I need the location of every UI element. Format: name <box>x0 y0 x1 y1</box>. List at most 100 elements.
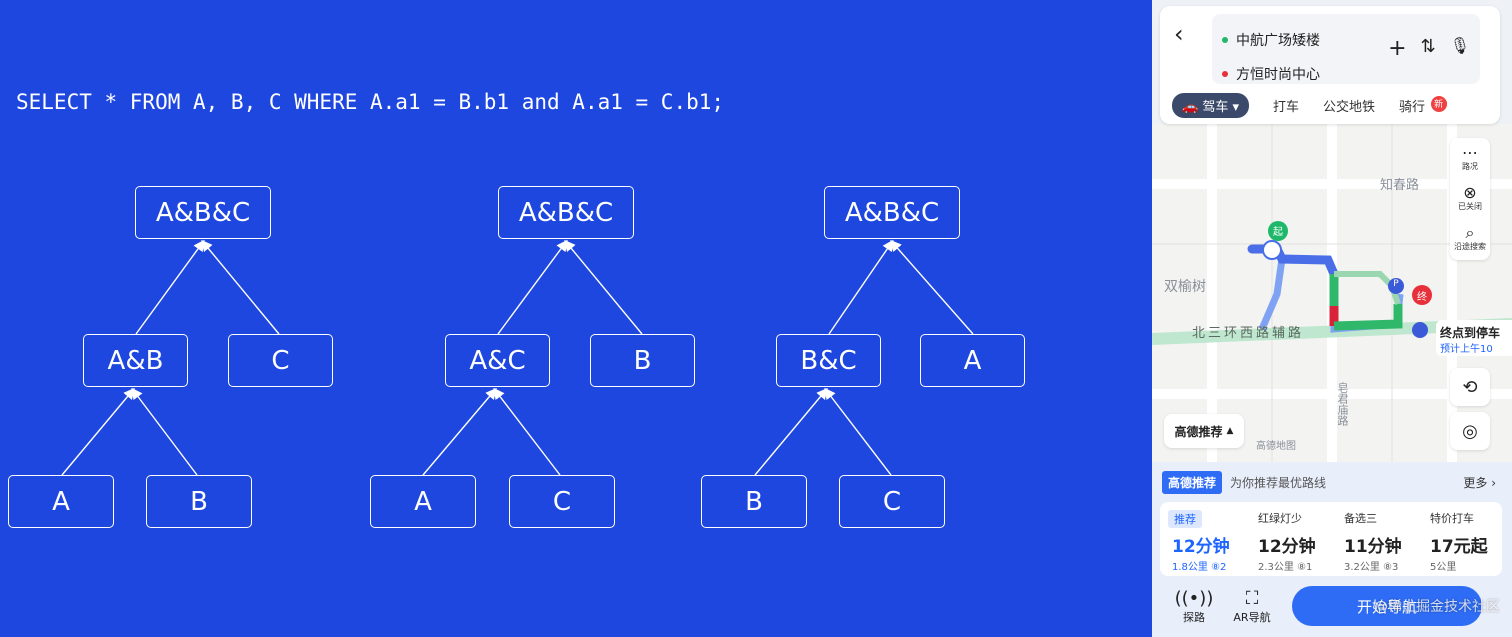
tree1-mid-right-node: C <box>228 334 333 387</box>
destination-callout-name: 终点到停车 <box>1440 326 1501 340</box>
more-routes-button[interactable]: 更多 › <box>1463 474 1496 491</box>
ar-nav-button[interactable]: ⛶ AR导航 <box>1228 588 1276 625</box>
tab-taxi[interactable]: 打车 <box>1273 99 1300 115</box>
traffic-icon: ⋯ <box>1462 142 1478 162</box>
ar-icon: ⛶ <box>1245 588 1259 609</box>
route-option-taxi[interactable]: 特价打车 17元起 5公里 <box>1418 502 1502 576</box>
route-option-label: 备选三 <box>1344 512 1377 525</box>
add-waypoint-icon[interactable]: + <box>1388 36 1407 61</box>
destination-dot-icon <box>1222 71 1228 77</box>
map-label-road1: 知春路 <box>1380 178 1420 193</box>
route-input-box: 中航广场矮楼 方恒时尚中心 + ⇅ 🎙 <box>1212 14 1480 84</box>
caret-up-icon: ▲ <box>1226 426 1234 436</box>
tab-drive-label: 驾车 <box>1202 99 1229 115</box>
start-navigation-label: 开始导航 <box>1356 597 1417 616</box>
route-option-meta: 5公里 <box>1430 562 1457 573</box>
start-marker: 起 <box>1273 227 1283 238</box>
back-arrow-icon: ‹ <box>1174 20 1184 48</box>
ar-label: AR导航 <box>1233 611 1271 624</box>
route-option-meta: 2.3公里 ⑧1 <box>1258 562 1313 573</box>
mode-tabs: 🚗 驾车 ▾ 打车 公交地铁 骑行 ∨新 <box>1172 92 1498 118</box>
preference-label: 高德推荐 <box>1174 424 1223 439</box>
route-options: 推荐 12分钟 1.8公里 ⑧2 红绿灯少 12分钟 2.3公里 ⑧1 备选三 … <box>1160 502 1502 576</box>
map-label-road2: 北三环西路辅路 <box>1192 326 1305 341</box>
limit-tool[interactable]: ⊗已关闭 <box>1450 178 1490 218</box>
origin-field[interactable]: 中航广场矮楼 <box>1222 30 1320 50</box>
destination-field[interactable]: 方恒时尚中心 <box>1222 64 1320 84</box>
tree2-leaf-right-node: C <box>509 475 615 528</box>
bottom-actions: ((•)) 探路 ⛶ AR导航 开始导航 @稀土掘金技术社区 <box>1152 582 1512 637</box>
preference-button[interactable]: 高德推荐▲ <box>1164 414 1244 448</box>
route-actions: + ⇅ 🎙 <box>1388 36 1470 61</box>
sql-query: SELECT * FROM A, B, C WHERE A.a1 = B.b1 … <box>16 90 725 114</box>
map-side-tools: ⋯路况 ⊗已关闭 ⌕沿途搜索 <box>1450 138 1490 260</box>
new-badge: 新 <box>1430 95 1447 112</box>
map-canvas <box>1152 124 1512 464</box>
map-label-district: 双榆树 <box>1164 279 1206 295</box>
route-header: ‹ 中航广场矮楼 方恒时尚中心 + ⇅ 🎙 🚗 驾车 ▾ 打车 公交地铁 骑行 … <box>1160 6 1500 124</box>
tree-edges <box>61 239 974 476</box>
origin-text: 中航广场矮楼 <box>1236 33 1320 49</box>
route-option-label: 推荐 <box>1168 510 1202 528</box>
route-panel: 高德推荐 为你推荐最优路线 更多 › 推荐 12分钟 1.8公里 ⑧2 红绿灯少… <box>1152 462 1512 637</box>
tree1-mid-left-node: A&B <box>83 334 188 387</box>
destination-callout[interactable]: 终点到停车 预计上午10 <box>1436 320 1512 356</box>
tree1-leaf-left-node: A <box>8 475 114 528</box>
route-option-label: 红绿灯少 <box>1258 512 1302 525</box>
radar-icon: ((•)) <box>1174 588 1214 609</box>
route-option-meta: 1.8公里 ⑧2 <box>1172 562 1227 573</box>
back-button[interactable]: ‹ <box>1174 20 1198 52</box>
origin-dot-icon <box>1222 37 1228 43</box>
search-along-label: 沿途搜索 <box>1454 241 1486 251</box>
route-option-label: 特价打车 <box>1430 512 1474 525</box>
recommend-bar: 高德推荐 为你推荐最优路线 更多 › <box>1162 470 1502 494</box>
watermark: @稀土掘金技术社区 <box>1374 599 1500 615</box>
destination-callout-eta: 预计上午10 <box>1440 344 1493 355</box>
microphone-icon[interactable]: 🎙 <box>1449 36 1470 55</box>
recommend-text: 为你推荐最优路线 <box>1230 475 1327 490</box>
parking-marker: P <box>1393 279 1399 289</box>
explore-label: 探路 <box>1183 611 1205 624</box>
explore-button[interactable]: ((•)) 探路 <box>1170 588 1218 625</box>
refresh-icon: ⟲ <box>1462 376 1478 398</box>
route-option-meta: 3.2公里 ⑧3 <box>1344 562 1399 573</box>
route-option-time: 12分钟 <box>1172 537 1230 557</box>
tab-drive[interactable]: 🚗 驾车 ▾ <box>1172 92 1250 118</box>
more-modes-button[interactable]: ∨新 <box>1430 95 1449 113</box>
locate-icon: ◎ <box>1462 420 1478 442</box>
tree1-root-node: A&B&C <box>135 186 271 239</box>
tree3-leaf-left-node: B <box>701 475 807 528</box>
route-option-time: 12分钟 <box>1258 537 1316 557</box>
traffic-tool[interactable]: ⋯路况 <box>1450 138 1490 178</box>
tree3-mid-left-node: B&C <box>776 334 881 387</box>
tree1-leaf-right-node: B <box>146 475 252 528</box>
tree2-leaf-left-node: A <box>370 475 476 528</box>
traffic-label: 路况 <box>1462 161 1478 171</box>
route-option-fewer-lights[interactable]: 红绿灯少 12分钟 2.3公里 ⑧1 <box>1246 502 1330 576</box>
tree3-mid-right-node: A <box>920 334 1025 387</box>
map-view[interactable]: 知春路 双榆树 北三环西路辅路 皂君庙路 高德地图 起 终 P ⋯路况 ⊗已关闭… <box>1152 124 1512 464</box>
refresh-route-button[interactable]: ⟲ <box>1450 368 1490 406</box>
route-option-alt3[interactable]: 备选三 11分钟 3.2公里 ⑧3 <box>1332 502 1416 576</box>
destination-text: 方恒时尚中心 <box>1236 67 1320 83</box>
search-along-tool[interactable]: ⌕沿途搜索 <box>1450 218 1490 258</box>
limit-label: 已关闭 <box>1458 201 1482 211</box>
limit-icon: ⊗ <box>1463 182 1477 202</box>
start-navigation-button[interactable]: 开始导航 <box>1292 586 1482 626</box>
swap-icon[interactable]: ⇅ <box>1420 36 1436 57</box>
route-option-recommended[interactable]: 推荐 12分钟 1.8公里 ⑧2 <box>1160 502 1244 576</box>
map-app: 知春路 双榆树 北三环西路辅路 皂君庙路 高德地图 起 终 P ⋯路况 ⊗已关闭… <box>1152 0 1512 637</box>
end-marker: 终 <box>1417 292 1427 303</box>
tab-bike[interactable]: 骑行 <box>1399 99 1426 115</box>
recommend-tag: 高德推荐 <box>1162 470 1223 494</box>
tree2-root-node: A&B&C <box>498 186 634 239</box>
more-label: 更多 <box>1463 475 1488 490</box>
map-label-road3: 皂君庙路 <box>1336 382 1349 426</box>
tree2-mid-right-node: B <box>590 334 695 387</box>
route-option-time: 11分钟 <box>1344 537 1402 557</box>
slide: SELECT * FROM A, B, C WHERE A.a1 = B.b1 … <box>8 90 1025 528</box>
locate-button[interactable]: ◎ <box>1450 412 1490 450</box>
tab-transit[interactable]: 公交地铁 <box>1323 99 1376 115</box>
map-provider-label: 高德地图 <box>1256 441 1296 452</box>
chevron-right-icon: › <box>1491 475 1496 490</box>
